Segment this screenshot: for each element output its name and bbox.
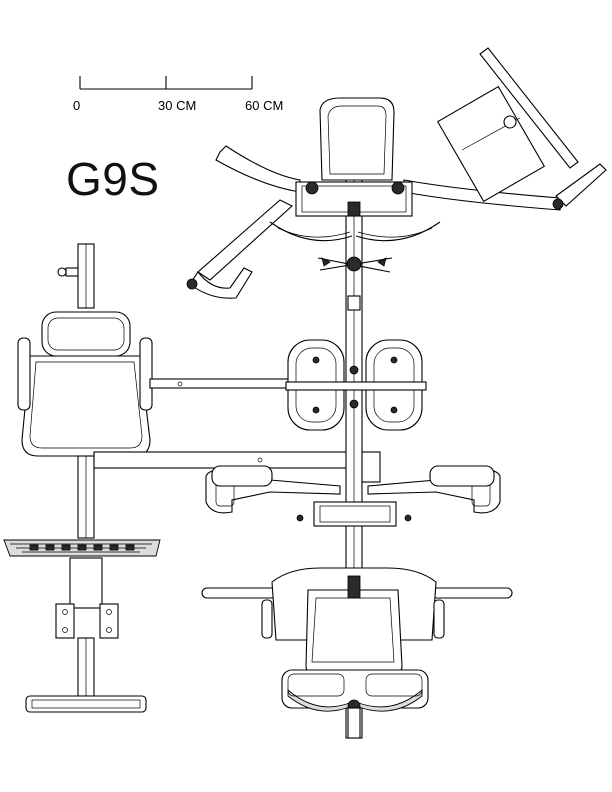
scale-label-30cm: 30 CM [158,98,196,113]
scale-label-0: 0 [73,98,80,113]
top-view-machine [186,47,607,739]
swivel-hub [317,256,393,273]
side-view-seat-station [3,243,351,713]
scale-label-60cm: 60 CM [245,98,283,113]
knurl-pattern [29,544,135,551]
scale-bar: 0 30 CM 60 CM [73,76,283,113]
model-name: G9S [66,153,160,205]
